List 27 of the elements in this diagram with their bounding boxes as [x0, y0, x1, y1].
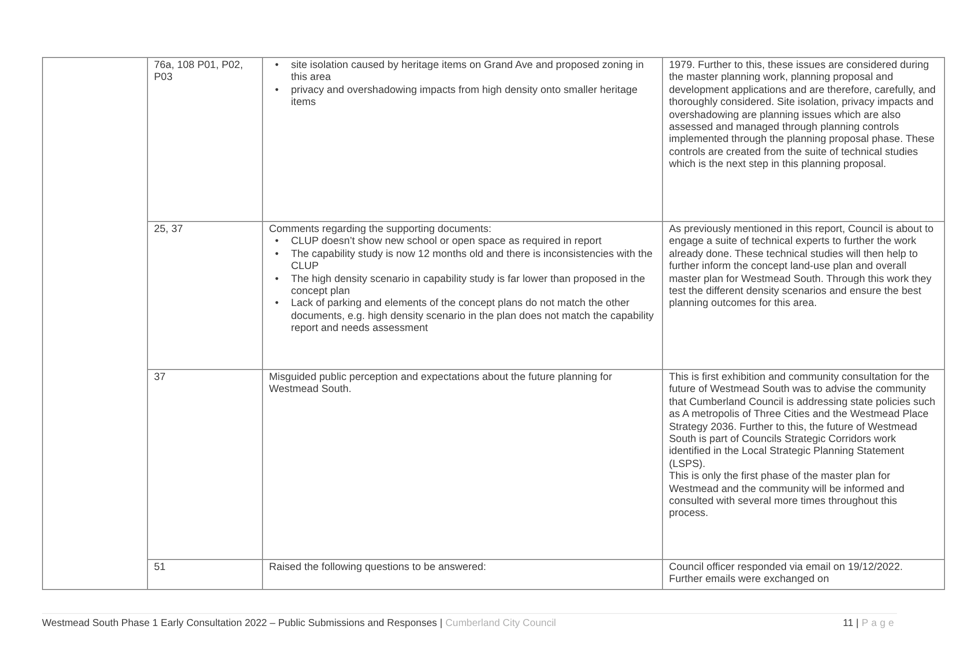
bullet-item: Lack of parking and elements of the concept plans do not match the other documents, e.g. high density scenario in the plan does not match the capability report and needs assessment [291, 298, 655, 336]
footer-text: Westmead South Phase 1 Early Consultation 2022 – Public Submissions and Responses | [42, 618, 442, 629]
bullet-marker: • [275, 274, 280, 286]
table-text: 1979. Further to this, these issues are considered during the master planning work, planning proposal and development applications and are therefore, carefully, and thoroughly considered. Site isolation, privacy impacts and overshadowing are planning issues which are also assessed and managed through planning controls implemented through the planning proposal phase. These controls are created from the suite of technical studies which is the next step in this planning proposal. [669, 60, 937, 172]
table-text: This is first exhibition and community consultation for the future of Westmead South was to advise the community that Cumberland Council is addressing state policies such as A metropolis of Three Cities and the Westmead Place Strategy 2036. Further to this, the future of Westmead South is part of Councils Strategic Corridors work identified in the Local Strategic Planning Statement (LSPS). [669, 372, 936, 472]
table-text: Raised the following questions to be answered: [269, 562, 488, 574]
bullet-marker: • [275, 84, 280, 98]
bullet-marker: • [275, 236, 280, 249]
bullet-marker: • [275, 248, 280, 262]
footer-text: Cumberland City Council [445, 618, 556, 629]
submission-number: 25, 37 [154, 224, 184, 236]
table-text: Misguided public perception and expectations about the future planning for Westmead South. [269, 372, 614, 397]
table-text: As previously mentioned in this report, Council is about to engage a suite of technical experts to further the work already done. These technical studies will then help to further inform the concept land-use plan and overall master plan for Westmead South. Through this work they test the different density scenarios and ensure the best planning outcomes for this area. [669, 224, 935, 311]
page-number: Page [862, 618, 897, 629]
submission-number: 76a, 108 P01, P02, P03 [154, 60, 244, 85]
bullet-item: privacy and overshadowing impacts from high density onto smaller heritage items [291, 84, 639, 110]
table-text: This is only the first phase of the master plan for Westmead and the community will be informed and consulted with several more times throughout this process. [669, 471, 906, 521]
bullet-marker: • [275, 298, 280, 311]
bullet-item: The high density scenario in capability study is far lower than proposed in the concept plan [291, 274, 646, 298]
bullet-item: The capability study is now 12 months old and there is inconsistencies with the CLUP [291, 248, 654, 274]
bullet-marker: • [275, 60, 280, 72]
table-text: Council officer responded via email on 19/12/2022. Further emails were exchanged on [669, 562, 904, 587]
page-number: 11 | [842, 618, 859, 629]
submission-number: 37 [154, 372, 167, 384]
submission-number: 51 [154, 562, 167, 574]
bullet-item: CLUP doesn’t show new school or open space as required in report [291, 236, 603, 249]
table-text: Comments regarding the supporting documents: [269, 224, 492, 236]
